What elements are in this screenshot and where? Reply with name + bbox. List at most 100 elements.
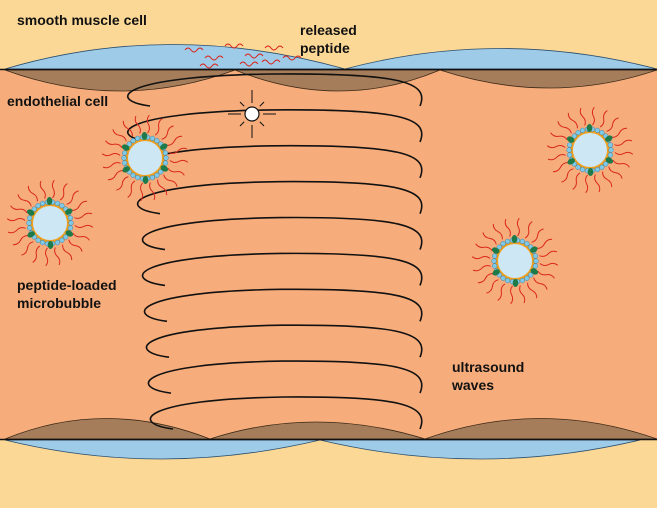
- ligand: [491, 247, 500, 254]
- ultrasound-wave-arc: [145, 324, 423, 359]
- peptide-tail: [45, 247, 49, 267]
- peptide-tail: [497, 283, 506, 301]
- peptide-tail: [54, 247, 61, 266]
- peptide-tail: [539, 262, 559, 266]
- endothelial-cell-bottom-3: [424, 418, 657, 440]
- ligand: [142, 176, 149, 184]
- microbubble: [101, 114, 189, 202]
- label-ultrasound-line-1: ultrasound: [452, 359, 524, 375]
- lipid-head: [27, 215, 33, 221]
- released-peptide: [199, 63, 219, 69]
- lipid-head: [121, 160, 128, 166]
- burst-ray: [259, 101, 265, 107]
- ligand: [512, 279, 519, 287]
- peptide-tail: [12, 235, 29, 246]
- peptide-tail: [516, 217, 520, 237]
- peptide-tail: [7, 227, 26, 234]
- peptide-tail: [134, 115, 141, 134]
- lipid-head: [135, 135, 141, 142]
- peptide-tail: [59, 183, 68, 201]
- peptide-tail: [163, 174, 178, 187]
- lipid-head: [130, 172, 136, 178]
- lipid-head: [31, 206, 37, 212]
- lipid-head: [599, 164, 605, 170]
- lipid-head: [63, 234, 69, 240]
- lipid-head: [492, 253, 498, 259]
- peptide-tail: [608, 166, 623, 179]
- peptide-tail: [475, 243, 493, 252]
- peptide-tail: [531, 228, 544, 243]
- peptide-tail: [492, 223, 503, 240]
- ligand: [530, 246, 538, 253]
- ligand: [566, 136, 575, 143]
- endothelial-cell-bottom-5: [319, 439, 641, 460]
- peptide-tail: [140, 182, 144, 202]
- peptide-tail: [524, 221, 533, 239]
- lipid-head: [491, 258, 497, 264]
- peptide-tail: [127, 180, 136, 198]
- label-microbubble-line-1: peptide-loaded: [17, 277, 117, 293]
- peptide-tail: [10, 205, 28, 214]
- burst-bubble-core: [244, 106, 260, 122]
- endothelium-bottom: [0, 418, 657, 460]
- lipid-head: [500, 275, 506, 281]
- released-peptide: [244, 53, 264, 59]
- burst-ray: [239, 121, 245, 127]
- ligand: [65, 208, 73, 215]
- peptide-tail: [510, 285, 514, 305]
- peptide-tail: [122, 120, 133, 137]
- lipid-head: [579, 167, 586, 173]
- endothelial-cell-top-1: [4, 44, 346, 70]
- peptide-tail: [167, 167, 185, 176]
- burst-ray: [239, 101, 245, 107]
- endothelial-cell-top-5: [439, 69, 657, 89]
- peptide-tail: [612, 159, 630, 168]
- lipid-head: [571, 133, 577, 139]
- peptide-tail: [154, 118, 163, 136]
- lipid-head: [524, 275, 530, 281]
- label-released-line-1: released: [300, 22, 357, 38]
- peptide-tail: [599, 110, 608, 128]
- peptide-tail: [614, 151, 634, 155]
- endothelial-cell-bottom-1: [4, 418, 211, 440]
- label-released-line-2: peptide: [300, 40, 350, 56]
- ultrasound-wave-arc: [126, 109, 423, 143]
- released-peptide: [184, 47, 204, 53]
- peptide-tail: [557, 121, 572, 134]
- lipid-head: [594, 167, 601, 173]
- ultrasound-wave-arc: [149, 396, 423, 430]
- ligand: [492, 269, 500, 276]
- peptide-tail: [107, 170, 124, 181]
- peptide-tail: [561, 168, 574, 183]
- endothelial-cell-bottom-2: [209, 421, 426, 440]
- peptide-tail: [579, 107, 586, 126]
- peptide-tail: [72, 232, 90, 241]
- ligand: [160, 165, 169, 172]
- peptide-tail: [585, 174, 589, 194]
- lipid-head: [566, 147, 572, 153]
- peptide-tail: [51, 179, 55, 199]
- bubble-gas-core: [498, 244, 532, 278]
- peptide-tail: [116, 176, 129, 191]
- lipid-head: [607, 142, 614, 148]
- ultrasound-wave-arc: [136, 180, 423, 215]
- lipid-head: [496, 244, 502, 250]
- bursting-microbubble: [228, 90, 276, 138]
- peptide-tail: [606, 117, 619, 132]
- lipid-head: [68, 220, 74, 226]
- peptide-tail: [533, 277, 548, 290]
- peptide-tail: [17, 194, 32, 207]
- peptide-tail: [472, 265, 491, 272]
- peptide-tail: [504, 218, 511, 237]
- ultrasound-wave-arc: [141, 252, 423, 287]
- released-peptide: [204, 55, 224, 61]
- ligand: [567, 158, 575, 165]
- ligand: [586, 124, 593, 132]
- peptide-tail: [550, 132, 568, 141]
- peptide-tail: [6, 218, 26, 222]
- lipid-head: [599, 130, 605, 136]
- lipid-head: [135, 175, 141, 181]
- peptide-tail: [112, 129, 127, 142]
- peptide-tail: [102, 162, 121, 169]
